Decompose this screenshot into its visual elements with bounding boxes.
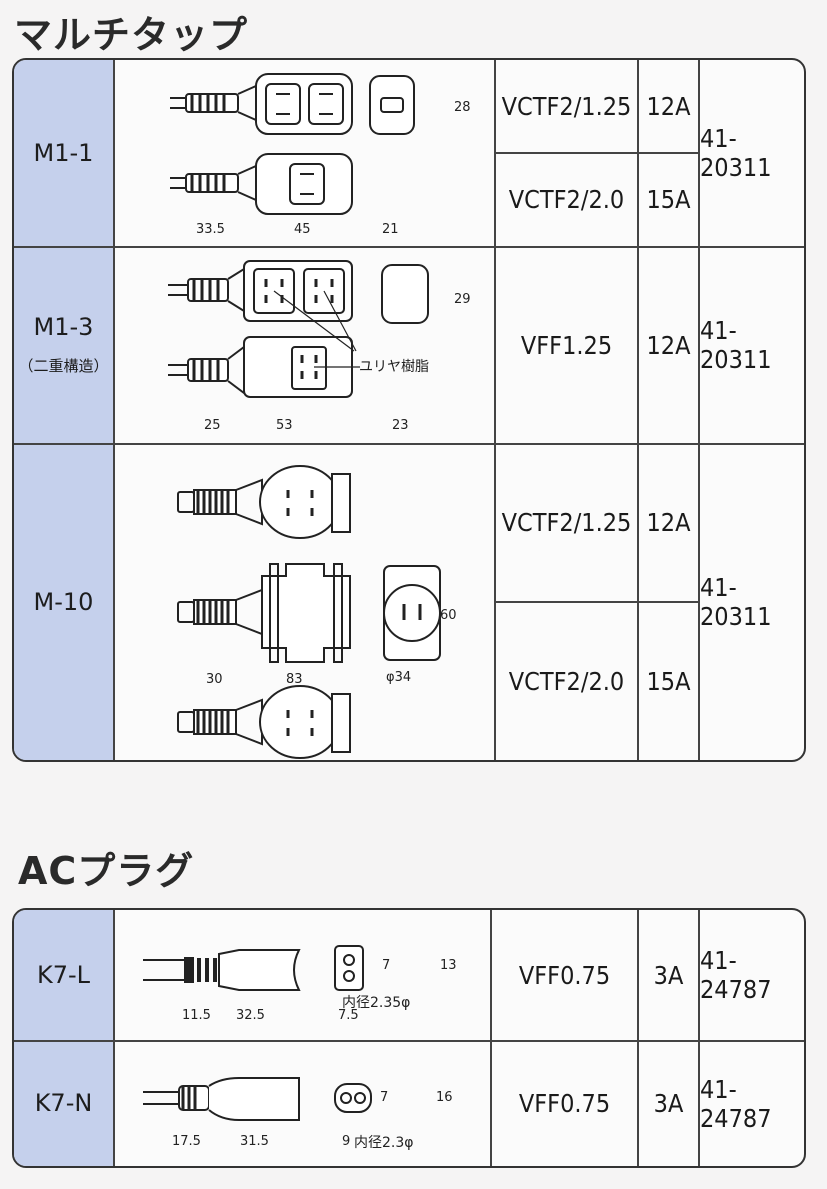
dimension-label: 25 [204, 418, 221, 433]
product-code: 41-20311 [700, 124, 772, 182]
product-code: 41-20311 [700, 573, 772, 631]
section-title-multitap: マルチタップ [14, 13, 249, 57]
divider [14, 1040, 804, 1042]
acplug-table: K7-L K7-N VFF0.75 3A 41-24787 VFF0.75 3A… [12, 908, 806, 1168]
divider [494, 601, 698, 603]
model-name: K7-L [36, 961, 91, 989]
model-cell-m1-3: M1-3 （二重構造） [14, 246, 113, 443]
multitap-table: M1-1 M1-3 （二重構造） M-10 VCTF2/1.25 12A VCT… [12, 58, 806, 762]
cord-type: VCTF2/2.0 [508, 185, 625, 214]
material-note: ユリヤ樹脂 [359, 359, 429, 375]
divider [494, 152, 698, 154]
m1-3-diagram [168, 260, 429, 398]
cord-type: VCTF2/1.25 [501, 91, 632, 121]
k7-l-diagram [143, 945, 364, 991]
model-subtitle: （二重構造） [18, 357, 109, 375]
inner-diameter-label: 内径2.35φ [342, 995, 411, 1011]
ampere: 12A [646, 91, 691, 121]
divider [698, 910, 700, 1166]
divider [698, 60, 700, 760]
dimension-label: 9 [342, 1134, 351, 1149]
model-name: M1-3 [33, 313, 94, 341]
dimension-label: 33.5 [196, 222, 225, 237]
dimension-label: 32.5 [236, 1008, 265, 1023]
dimension-label: 7 [382, 958, 391, 973]
product-code: 41-24787 [700, 1074, 772, 1133]
model-cell-m-10: M-10 [14, 443, 113, 760]
cord-type: VCTF2/1.25 [501, 508, 632, 537]
dimension-label: 83 [286, 672, 303, 687]
dimension-label: 7.5 [338, 1008, 359, 1023]
divider [113, 60, 115, 760]
divider [14, 443, 804, 445]
divider [14, 246, 804, 248]
divider [113, 910, 115, 1166]
k7-n-diagram [143, 1077, 372, 1121]
model-name: K7-N [34, 1089, 93, 1117]
m-10-diagram [177, 465, 441, 759]
ampere: 3A [653, 1089, 684, 1118]
dimension-label: 11.5 [182, 1008, 211, 1023]
ampere: 12A [646, 330, 691, 360]
dimension-label: 13 [440, 958, 457, 973]
divider [637, 60, 639, 760]
dimension-label: 16 [436, 1090, 453, 1105]
dimension-label: 30 [206, 672, 223, 687]
cord-type: VFF1.25 [520, 330, 613, 360]
dimension-label: 21 [382, 222, 399, 237]
ampere: 3A [653, 960, 684, 990]
product-code: 41-24787 [700, 946, 772, 1004]
cord-type: VFF0.75 [518, 960, 611, 990]
model-cell-k7-n: K7-N [14, 1040, 113, 1166]
dimension-label: 29 [454, 292, 471, 307]
divider [494, 60, 496, 760]
model-cell-k7-l: K7-L [14, 910, 113, 1040]
section-title-acplug: ACプラグ [18, 849, 195, 893]
dimension-label: 17.5 [172, 1134, 201, 1149]
ampere: 12A [646, 508, 691, 537]
ampere: 15A [646, 185, 691, 214]
model-name: M-10 [33, 587, 94, 616]
dimension-label: 23 [392, 418, 409, 433]
dimension-label: 53 [276, 418, 293, 433]
cord-type: VCTF2/2.0 [508, 666, 625, 696]
divider [637, 910, 639, 1166]
dimension-label: 7 [380, 1090, 389, 1105]
dimension-label: 45 [294, 222, 311, 237]
inner-diameter-label: 内径2.3φ [354, 1135, 414, 1151]
dimension-label: 31.5 [240, 1134, 269, 1149]
divider [490, 910, 492, 1166]
product-code: 41-20311 [700, 316, 772, 374]
ampere: 15A [646, 666, 691, 696]
dimension-label: 60 [440, 608, 457, 623]
dimension-label: φ34 [386, 670, 412, 685]
model-cell-m1-1: M1-1 [14, 60, 113, 246]
cord-type: VFF0.75 [518, 1089, 611, 1118]
dimension-label: 28 [454, 100, 471, 115]
m1-1-diagram [170, 73, 415, 215]
model-name: M1-1 [33, 139, 94, 167]
